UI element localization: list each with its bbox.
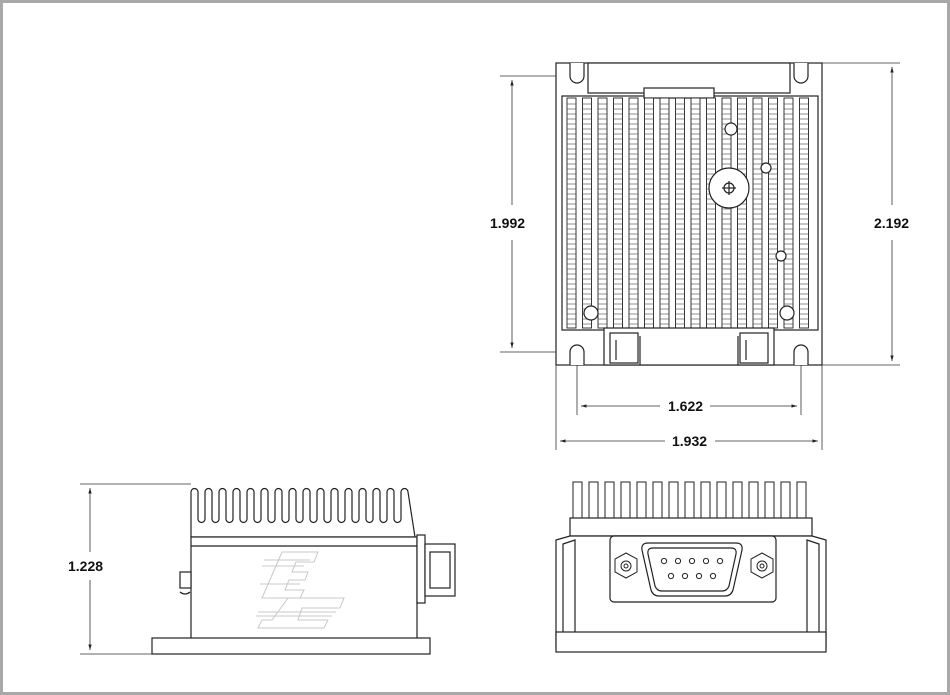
front-fin [732,481,743,521]
db9-pin [716,557,724,565]
front-fin [716,481,727,521]
db9-pin [681,572,689,580]
mount-slot-bottom-right [793,344,809,365]
db9-pin [702,557,710,565]
side-view-base [151,637,431,655]
front-view-base [555,631,827,653]
heatsink-fin [628,97,639,329]
db9-pin [660,557,668,565]
ee-logo-icon [256,551,345,629]
dim-top-width-inner: 1.622 [668,398,703,414]
jackscrew-left-icon [614,552,638,579]
top-view-hole [775,250,787,262]
front-fin [588,481,599,521]
heatsink-fin [566,97,577,329]
dim-top-height-inner: 1.992 [490,215,525,231]
heatsink-fin [783,97,794,329]
heatsink-fin [799,97,809,329]
front-view-fins [572,481,807,521]
db9-pin [695,572,703,580]
heatsink-fin [613,97,623,329]
heatsink-fin [675,97,685,329]
heatsink-fin [737,97,747,329]
top-view-hole [779,305,795,321]
front-view-fin-base [569,517,813,537]
front-fin [668,481,679,521]
db9-connector-icon[interactable] [641,542,743,597]
side-view [151,487,456,655]
db9-pin [688,557,696,565]
heatsink-fin [582,97,592,329]
heatsink-fin [768,97,778,329]
heatsink-fin [644,97,654,329]
db9-pins [660,557,724,580]
db9-pin [674,557,682,565]
top-view [555,62,823,366]
side-view-dimensions [80,483,191,655]
front-fin [636,481,647,521]
mount-slot-top-left [569,63,585,84]
side-view-connector [416,534,426,604]
front-fin [604,481,615,521]
side-view-fins [190,487,416,538]
mount-slot-bottom-left [569,344,585,365]
top-view-hole [724,122,738,136]
heatsink-fins [566,97,809,329]
front-fin [572,481,583,521]
heatsink-fin [659,97,670,329]
dim-top-height-outer: 2.192 [874,215,909,231]
front-fin [620,481,631,521]
top-view-label-tab [643,87,715,99]
dim-top-width-outer: 1.932 [672,433,707,449]
side-view-tab [179,571,192,589]
front-fin [796,481,807,521]
front-fin [652,481,663,521]
top-view-hole [760,162,772,174]
db9-pin [709,572,717,580]
front-fin [700,481,711,521]
top-view-dimensions [500,62,900,450]
front-fin [780,481,791,521]
front-fin [748,481,759,521]
jackscrew-right-icon [750,552,774,579]
heatsink-fin [752,97,763,329]
top-view-hole [583,305,599,321]
front-fin [684,481,695,521]
heatsink-fin [706,97,716,329]
mount-slot-top-right [793,63,809,84]
front-fin [764,481,775,521]
dim-side-height: 1.228 [68,558,103,574]
heatsink-fin [597,97,608,329]
heatsink-fin [690,97,701,329]
db9-pin [667,572,675,580]
